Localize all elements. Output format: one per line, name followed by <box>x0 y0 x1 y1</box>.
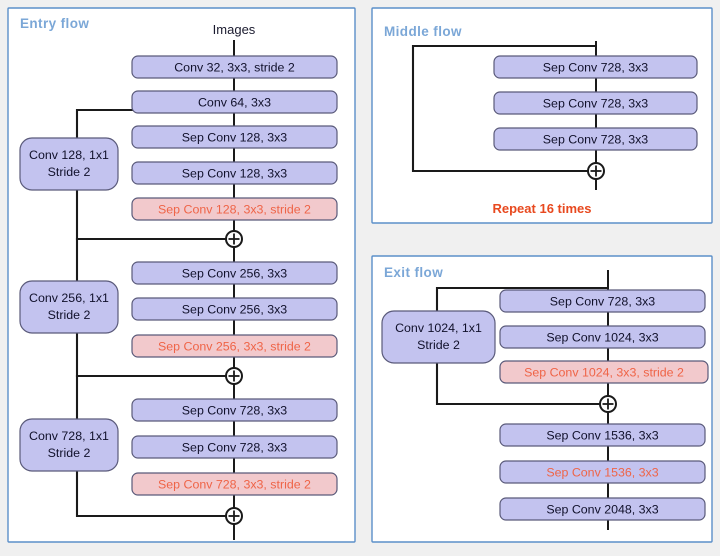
entry-block-3[interactable]: Sep Conv 128, 3x3 <box>131 161 338 185</box>
exit-block-1-label: Sep Conv 1024, 3x3 <box>546 330 658 344</box>
exit-shortcut-0-line1: Conv 1024, 1x1 <box>395 321 482 335</box>
exit-flow-title: Exit flow <box>384 265 443 280</box>
entry-block-10[interactable]: Sep Conv 728, 3x3, stride 2 <box>131 472 338 496</box>
entry-flow-panel: Entry flow Images Conv 32, 3x3, stride 2… <box>7 7 356 543</box>
entry-block-9-label: Sep Conv 728, 3x3 <box>182 440 288 454</box>
exit-block-2[interactable]: Sep Conv 1024, 3x3, stride 2 <box>499 360 709 384</box>
exit-block-2-label: Sep Conv 1024, 3x3, stride 2 <box>524 365 684 379</box>
exit-shortcut-0-line2: Stride 2 <box>417 338 460 352</box>
entry-input-label: Images <box>213 22 256 37</box>
exit-block-5[interactable]: Sep Conv 2048, 3x3 <box>499 497 706 521</box>
middle-block-0[interactable]: Sep Conv 728, 3x3 <box>493 55 698 79</box>
entry-block-1-label: Conv 64, 3x3 <box>198 95 271 109</box>
entry-shortcut-1-line2: Stride 2 <box>48 308 91 322</box>
exit-block-5-label: Sep Conv 2048, 3x3 <box>546 502 658 516</box>
entry-block-4[interactable]: Sep Conv 128, 3x3, stride 2 <box>131 197 338 221</box>
entry-block-0[interactable]: Conv 32, 3x3, stride 2 <box>131 55 338 79</box>
exit-merge-node <box>599 395 617 413</box>
middle-flow-border <box>371 7 713 224</box>
entry-block-1[interactable]: Conv 64, 3x3 <box>131 90 338 114</box>
entry-merge-node-1 <box>225 367 243 385</box>
entry-block-3-label: Sep Conv 128, 3x3 <box>182 166 288 180</box>
exit-block-1[interactable]: Sep Conv 1024, 3x3 <box>499 325 706 349</box>
middle-block-1-label: Sep Conv 728, 3x3 <box>543 96 649 110</box>
middle-block-1[interactable]: Sep Conv 728, 3x3 <box>493 91 698 115</box>
exit-block-0[interactable]: Sep Conv 728, 3x3 <box>499 289 706 313</box>
entry-block-9[interactable]: Sep Conv 728, 3x3 <box>131 435 338 459</box>
entry-block-5-label: Sep Conv 256, 3x3 <box>182 266 288 280</box>
entry-shortcut-1-line1: Conv 256, 1x1 <box>29 291 109 305</box>
middle-flow-title: Middle flow <box>384 24 462 39</box>
exit-flow-panel: Exit flow Sep Conv 728, 3x3 Sep Conv 102… <box>371 255 713 543</box>
middle-skip-path <box>411 44 596 173</box>
middle-block-2-label: Sep Conv 728, 3x3 <box>543 132 649 146</box>
exit-shortcut-0[interactable]: Conv 1024, 1x1 Stride 2 <box>381 310 496 364</box>
entry-block-6[interactable]: Sep Conv 256, 3x3 <box>131 297 338 321</box>
entry-flow-title: Entry flow <box>20 16 89 31</box>
middle-block-0-label: Sep Conv 728, 3x3 <box>543 60 649 74</box>
entry-shortcut-0-line1: Conv 128, 1x1 <box>29 148 109 162</box>
entry-merge-node-2 <box>225 507 243 525</box>
middle-flow-panel: Middle flow Sep Conv 728, 3x3 Sep Conv 7… <box>371 7 713 224</box>
middle-repeat-label: Repeat 16 times <box>493 201 592 216</box>
entry-block-7-label: Sep Conv 256, 3x3, stride 2 <box>158 339 311 353</box>
entry-block-5[interactable]: Sep Conv 256, 3x3 <box>131 261 338 285</box>
exit-block-0-label: Sep Conv 728, 3x3 <box>550 294 656 308</box>
entry-block-4-label: Sep Conv 128, 3x3, stride 2 <box>158 202 311 216</box>
entry-block-2[interactable]: Sep Conv 128, 3x3 <box>131 125 338 149</box>
entry-block-8-label: Sep Conv 728, 3x3 <box>182 403 288 417</box>
entry-block-0-label: Conv 32, 3x3, stride 2 <box>174 60 295 74</box>
exit-block-4-label: Sep Conv 1536, 3x3 <box>546 465 658 479</box>
exit-block-3[interactable]: Sep Conv 1536, 3x3 <box>499 423 706 447</box>
entry-shortcut-0-line2: Stride 2 <box>48 165 91 179</box>
entry-block-2-label: Sep Conv 128, 3x3 <box>182 130 288 144</box>
entry-shortcut-2[interactable]: Conv 728, 1x1 Stride 2 <box>19 418 119 472</box>
entry-merge-node-0 <box>225 230 243 248</box>
entry-shortcut-2-line2: Stride 2 <box>48 446 91 460</box>
entry-block-6-label: Sep Conv 256, 3x3 <box>182 302 288 316</box>
exit-block-4[interactable]: Sep Conv 1536, 3x3 <box>499 460 706 484</box>
entry-block-7[interactable]: Sep Conv 256, 3x3, stride 2 <box>131 334 338 358</box>
entry-shortcut-2-line1: Conv 728, 1x1 <box>29 429 109 443</box>
entry-block-8[interactable]: Sep Conv 728, 3x3 <box>131 398 338 422</box>
middle-block-2[interactable]: Sep Conv 728, 3x3 <box>493 127 698 151</box>
entry-block-10-label: Sep Conv 728, 3x3, stride 2 <box>158 477 311 491</box>
entry-shortcut-0[interactable]: Conv 128, 1x1 Stride 2 <box>19 137 119 191</box>
exit-block-3-label: Sep Conv 1536, 3x3 <box>546 428 658 442</box>
entry-shortcut-1[interactable]: Conv 256, 1x1 Stride 2 <box>19 280 119 334</box>
middle-merge-node <box>587 162 605 180</box>
